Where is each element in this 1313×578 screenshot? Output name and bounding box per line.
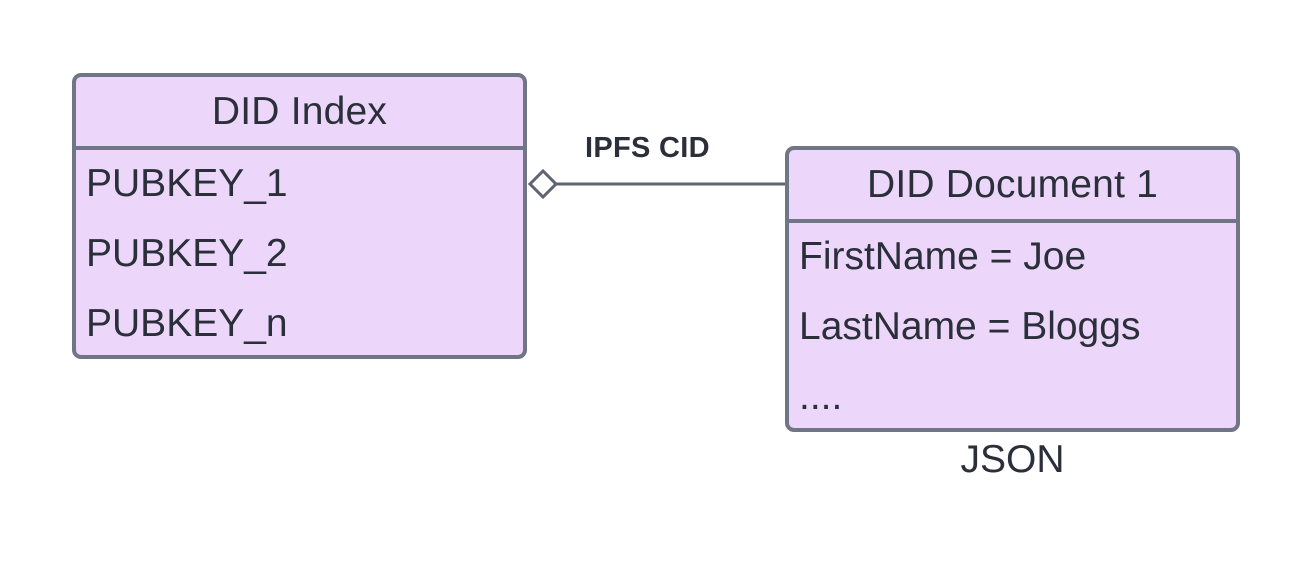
- did-index-row: PUBKEY_1: [86, 162, 288, 205]
- did-document-box[interactable]: DID Document 1 FirstName = Joe LastName …: [785, 146, 1240, 432]
- did-document-row: ....: [799, 375, 843, 418]
- did-index-attributes: PUBKEY_1 PUBKEY_2 PUBKEY_n: [76, 150, 523, 364]
- did-document-attributes: FirstName = Joe LastName = Bloggs ....: [789, 223, 1236, 437]
- did-index-row: PUBKEY_n: [86, 302, 288, 345]
- did-document-row: LastName = Bloggs: [799, 305, 1141, 348]
- did-document-caption: JSON: [960, 438, 1065, 481]
- did-document-row: FirstName = Joe: [799, 235, 1087, 278]
- aggregation-diamond-icon: [527, 168, 559, 200]
- did-index-box[interactable]: DID Index PUBKEY_1 PUBKEY_2 PUBKEY_n: [72, 73, 527, 359]
- relation-label: IPFS CID: [585, 132, 710, 164]
- did-index-title: DID Index: [76, 77, 523, 150]
- did-index-row: PUBKEY_2: [86, 232, 288, 275]
- did-document-title: DID Document 1: [789, 150, 1236, 223]
